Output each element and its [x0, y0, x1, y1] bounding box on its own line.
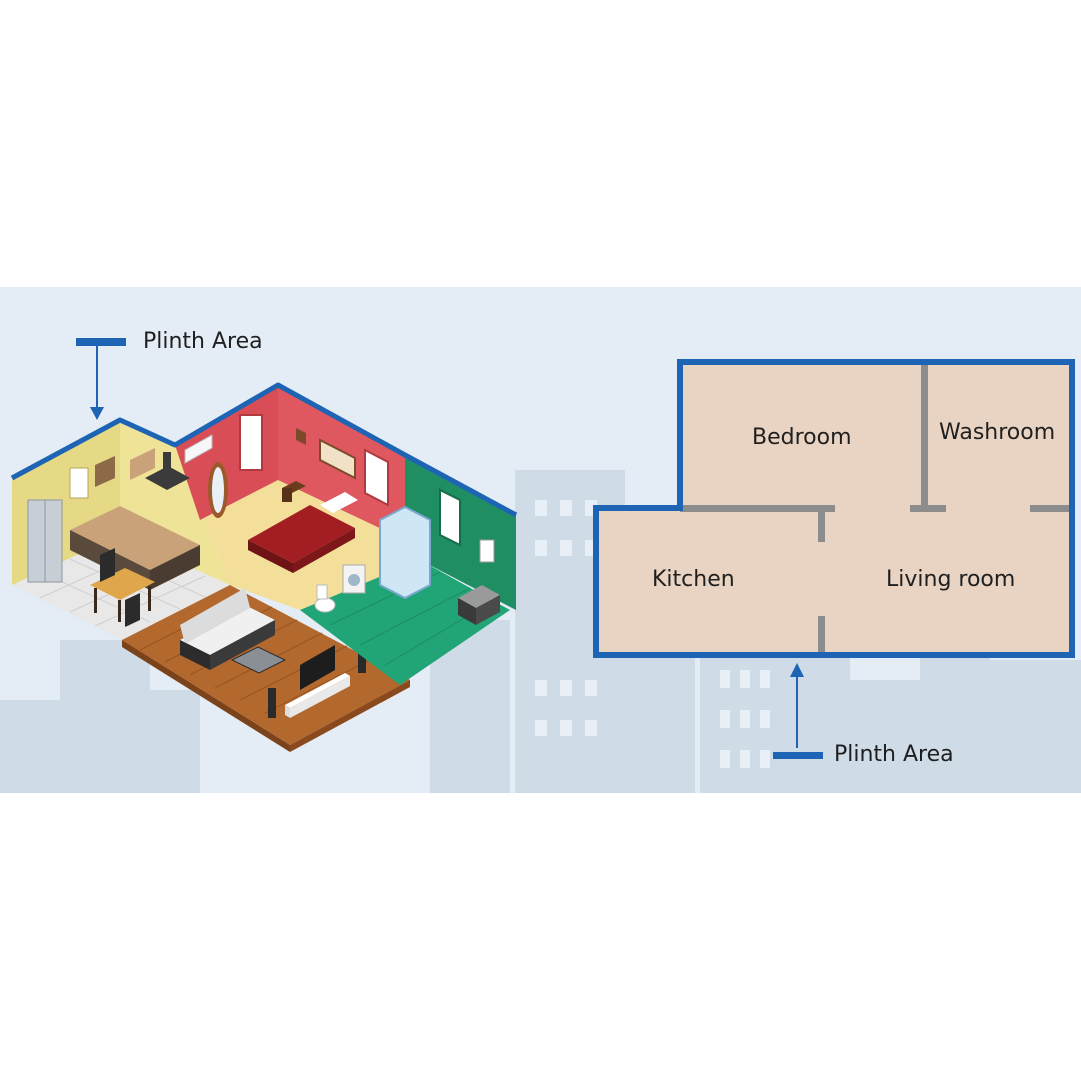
floor-plan-callout-marker: [773, 752, 823, 759]
wall-cabinet: [130, 448, 155, 480]
illustration-plinth-outline: [10, 382, 518, 518]
dining-table: [90, 568, 155, 600]
illustration-plinth-area-label: Plinth Area: [143, 329, 263, 354]
wall-mirror-frame: [319, 438, 356, 480]
sofa: [180, 605, 275, 655]
illustration-arrow-head: [90, 407, 104, 420]
illustration-callout-marker: [76, 338, 126, 346]
picture-frame: [296, 428, 306, 445]
bedroom-window-right: [364, 448, 389, 507]
toilet: [314, 597, 336, 613]
kitchen-window: [69, 467, 89, 499]
floor-plan: [593, 359, 1075, 658]
floor-plan-arrow-head: [790, 663, 804, 677]
tv-cabinet: [290, 676, 350, 718]
room-label-kitchen: Kitchen: [652, 567, 735, 592]
floor-plan-plinth-outline: [593, 359, 1075, 658]
washroom-mirror: [479, 539, 495, 563]
floor-plan-plinth-area-label: Plinth Area: [834, 742, 954, 767]
kitchen-counter: [70, 506, 200, 570]
interior-walls: [680, 365, 1070, 655]
bed-pillow: [320, 492, 358, 513]
bedroom-window-left: [239, 414, 263, 471]
shower-cabin: [379, 505, 431, 600]
television: [300, 645, 335, 690]
room-label-washroom: Washroom: [939, 420, 1056, 445]
room-label-living-room: Living room: [886, 567, 1016, 592]
bed: [248, 505, 355, 563]
air-conditioner: [184, 434, 213, 464]
washroom-window: [439, 488, 461, 547]
speaker: [268, 688, 276, 718]
isometric-house-illustration: [10, 382, 518, 752]
dining-chair: [100, 548, 115, 582]
room-label-bedroom: Bedroom: [752, 425, 852, 450]
range-hood: [145, 466, 190, 490]
washbasin: [458, 585, 500, 608]
coffee-table: [230, 646, 287, 674]
